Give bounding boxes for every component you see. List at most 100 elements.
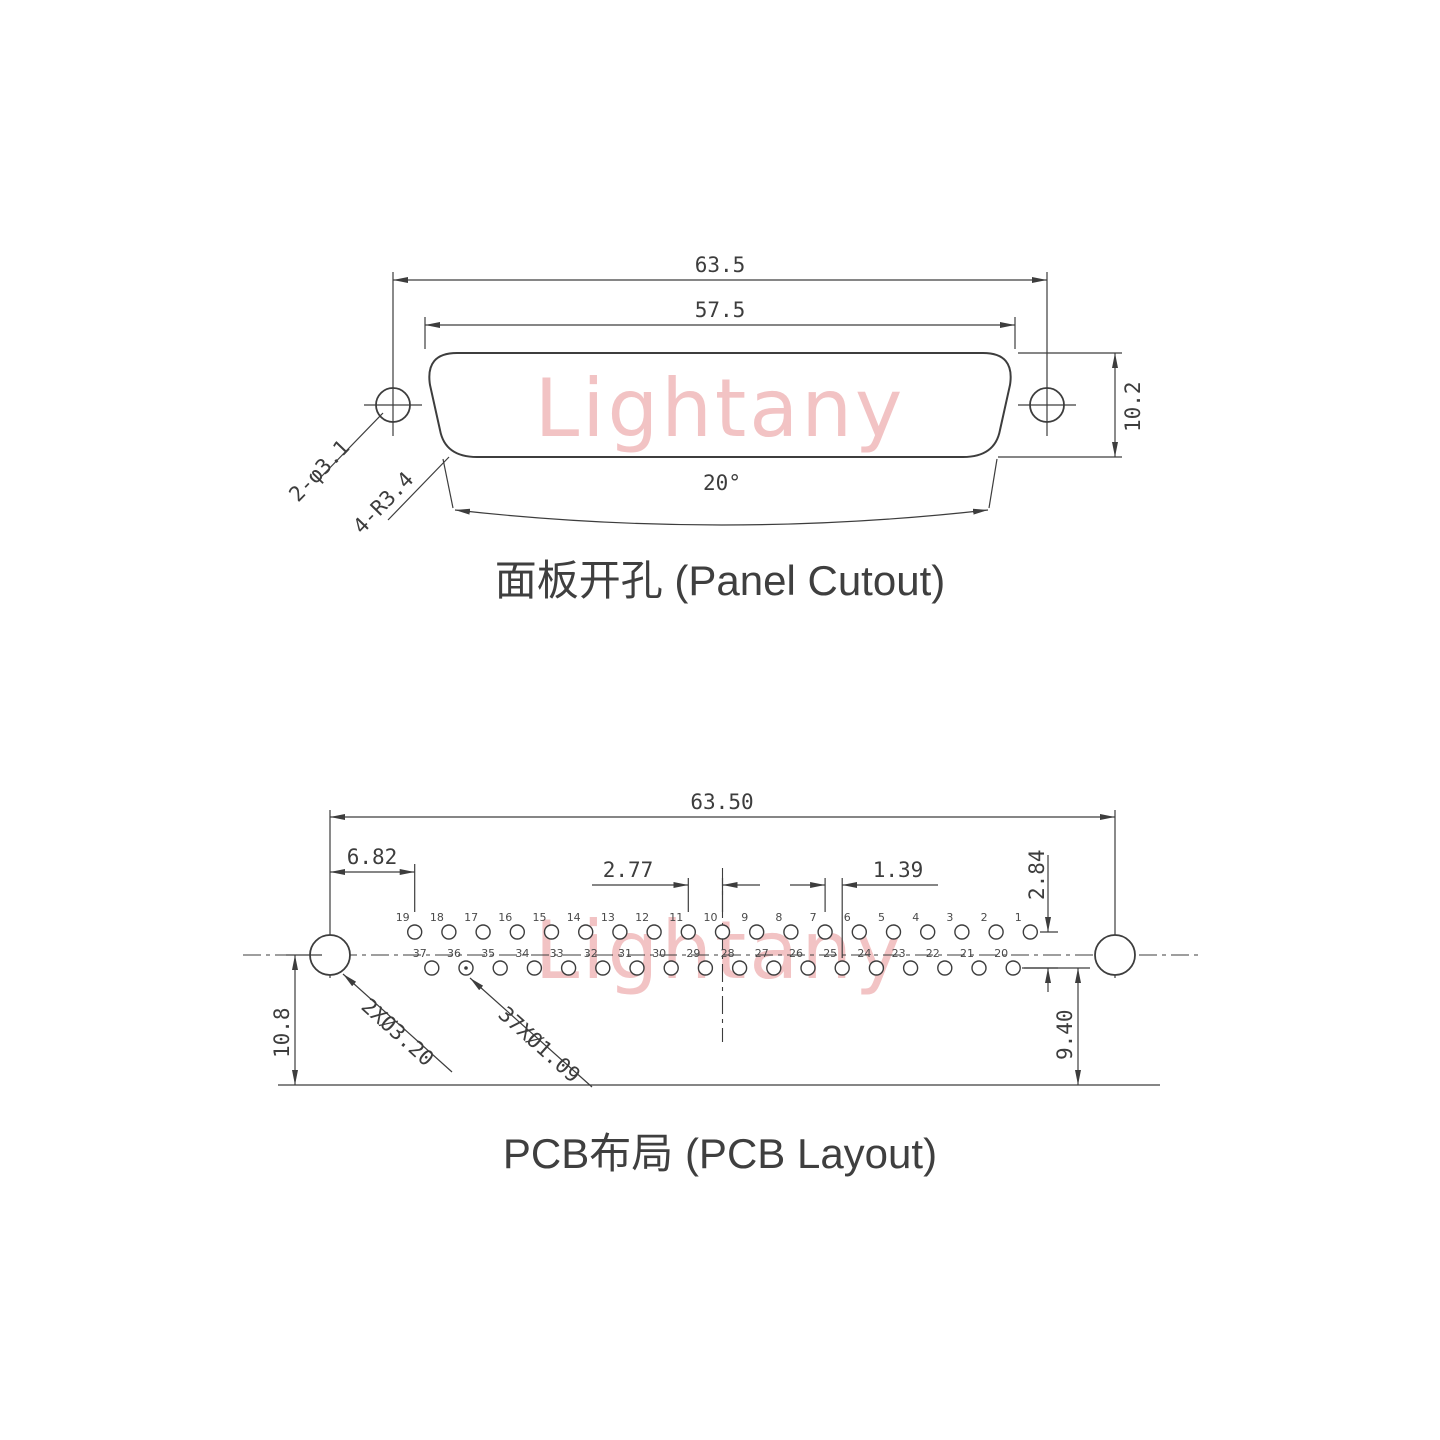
pcb-dim-outer-text: 63.50	[690, 790, 753, 814]
panel-mount-hole-right	[1018, 272, 1076, 436]
pin-hole-15	[543, 924, 560, 940]
pin-hole-19	[407, 924, 423, 940]
pin-number-22: 22	[926, 947, 940, 960]
pin-hole-11	[680, 924, 696, 940]
panel-dim-outer-text: 63.5	[695, 253, 746, 277]
pin-hole-3	[954, 924, 970, 940]
pin-number-1: 1	[1015, 911, 1022, 924]
pin-hole-20	[1005, 960, 1021, 976]
panel-mount-hole-left	[364, 272, 422, 436]
pcb-dim-row-edge: 9.40	[1024, 967, 1090, 1085]
pcb-label-mount-holes-text: 2XØ3.20	[357, 994, 439, 1071]
pin-number-34: 34	[515, 947, 529, 960]
pin-number-6: 6	[844, 911, 851, 924]
pin-hole-12	[646, 924, 662, 940]
pcb-dim-pitch-text: 2.77	[603, 858, 654, 882]
pcb-dim-offset: 6.82	[330, 845, 416, 912]
pin-hole-25	[834, 960, 850, 976]
pin-leader-dot	[464, 966, 468, 970]
panel-label-radius-text: 4-R3.4	[348, 467, 418, 538]
pin-hole-32	[595, 960, 611, 976]
pin-hole-30	[663, 960, 679, 976]
pcb-dim-row-spacing-text: 2.84	[1025, 849, 1049, 900]
pin-hole-14	[578, 924, 594, 940]
pcb-mount-hole-left	[309, 810, 351, 978]
pin-number-16: 16	[498, 911, 512, 924]
pin-number-37: 37	[413, 947, 427, 960]
pcb-mount-hole-right	[1094, 810, 1136, 978]
pin-number-9: 9	[741, 911, 748, 924]
pin-hole-21	[971, 960, 987, 976]
panel-cutout-outline	[428, 352, 1012, 458]
pcb-dim-half-pitch-text: 1.39	[873, 858, 924, 882]
pin-number-23: 23	[892, 947, 906, 960]
panel-angle: 20°	[442, 458, 998, 526]
pin-hole-22	[937, 960, 953, 976]
pcb-dim-offset-text: 6.82	[347, 845, 398, 869]
pin-number-32: 32	[584, 947, 598, 960]
pin-hole-28	[731, 960, 748, 976]
pin-number-21: 21	[960, 947, 974, 960]
panel-dim-inner: 57.5	[424, 298, 1016, 349]
watermark-top: Lightany	[535, 362, 906, 455]
pin-hole-4	[920, 924, 936, 940]
pin-hole-33	[560, 960, 577, 976]
pcb-dim-hole-edge-text: 10.8	[270, 1007, 294, 1058]
pin-hole-8	[783, 924, 799, 940]
pin-number-26: 26	[789, 947, 803, 960]
pcb-label-mount-holes: 2XØ3.20	[342, 973, 453, 1073]
pin-hole-16	[509, 924, 525, 940]
panel-dim-inner-text: 57.5	[695, 298, 746, 322]
pcb-dim-pitch: 2.77	[592, 858, 760, 912]
pcb-dim-half-pitch: 1.39	[790, 858, 938, 958]
panel-angle-text: 20°	[703, 471, 741, 495]
pcb-dim-hole-edge: 10.8	[270, 954, 322, 1085]
pcb-dim-outer: 63.50	[330, 790, 1115, 820]
pin-number-27: 27	[755, 947, 769, 960]
pcb-label-pin-holes-text: 37XØ1.09	[494, 1002, 585, 1088]
watermark-bottom: Lightany	[535, 904, 906, 997]
pin-number-3: 3	[946, 911, 953, 924]
pin-number-2: 2	[981, 911, 988, 924]
pin-hole-1	[1022, 924, 1039, 940]
pin-hole-13	[612, 924, 628, 940]
pin-hole-31	[629, 960, 645, 976]
pin-number-10: 10	[704, 911, 718, 924]
pcb-dim-row-spacing: 2.84	[1022, 849, 1058, 992]
pin-hole-9	[749, 924, 765, 940]
panel-dim-height-text: 10.2	[1121, 381, 1145, 432]
pin-number-35: 35	[481, 947, 495, 960]
pin-hole-5	[885, 924, 902, 940]
pin-number-28: 28	[721, 947, 735, 960]
pin-hole-2	[988, 924, 1004, 940]
pin-hole-37	[424, 960, 440, 976]
pin-number-24: 24	[857, 947, 871, 960]
pin-number-8: 8	[775, 911, 782, 924]
pin-number-11: 11	[669, 911, 683, 924]
panel-label-holes-text: 2-φ3.1	[284, 435, 354, 506]
pin-hole-23	[902, 960, 919, 976]
pin-number-18: 18	[430, 911, 444, 924]
pin-number-30: 30	[652, 947, 666, 960]
pin-number-31: 31	[618, 947, 632, 960]
pin-number-14: 14	[567, 911, 581, 924]
pin-number-12: 12	[635, 911, 649, 924]
pin-number-25: 25	[823, 947, 837, 960]
pcb-layout-title: PCB布局 (PCB Layout)	[503, 1130, 937, 1177]
panel-label-holes: 2-φ3.1	[284, 412, 384, 506]
pin-hole-10	[714, 924, 731, 940]
pin-number-33: 33	[550, 947, 564, 960]
pin-number-7: 7	[810, 911, 817, 924]
pin-hole-7	[817, 924, 833, 940]
pin-number-19: 19	[396, 911, 410, 924]
pcb-dim-row-edge-text: 9.40	[1053, 1009, 1077, 1060]
pin-number-15: 15	[533, 911, 547, 924]
pin-hole-17	[475, 924, 491, 940]
pcb-layout-drawing: 63.50 6.82 2.77 1.39	[243, 790, 1198, 1177]
pin-number-36: 36	[447, 947, 461, 960]
pin-number-13: 13	[601, 911, 615, 924]
